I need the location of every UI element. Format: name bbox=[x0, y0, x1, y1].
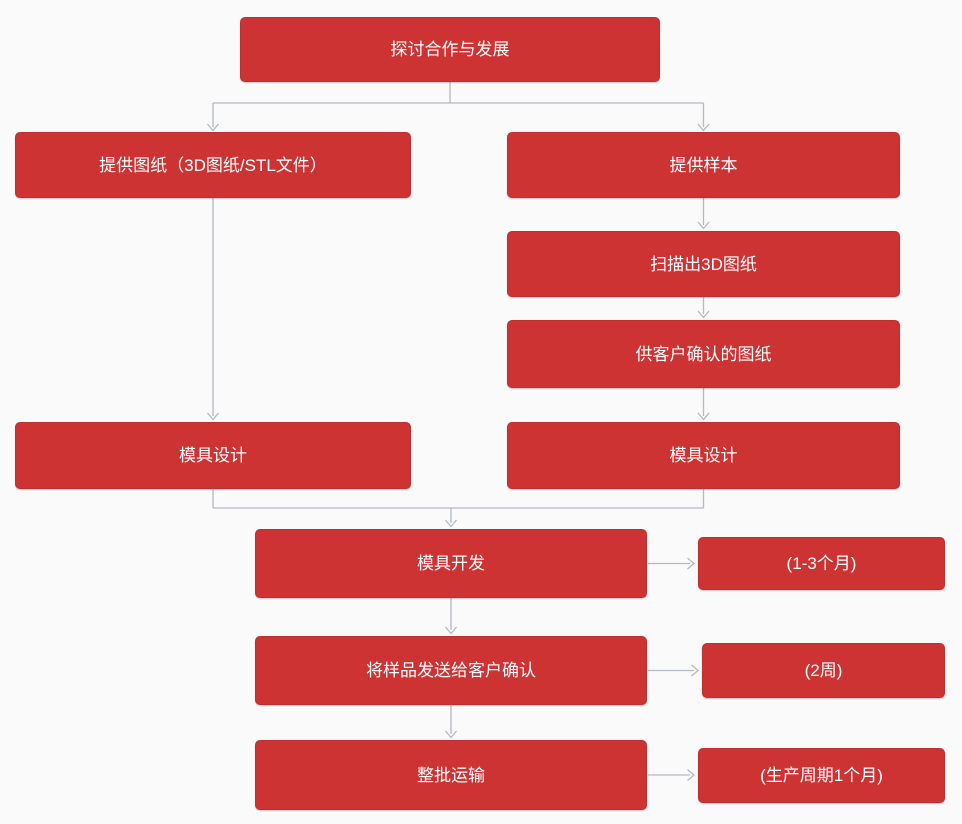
connector-merge bbox=[212, 489, 705, 523]
node-scan-3d-drawings: 扫描出3D图纸 bbox=[507, 231, 900, 297]
node-mold-design-right-label: 模具设计 bbox=[669, 446, 738, 465]
annotation-production-cycle: (生产周期1个月) bbox=[698, 748, 945, 803]
node-mold-design-left: 模具设计 bbox=[15, 422, 411, 489]
node-discuss-cooperation-label: 探讨合作与发展 bbox=[390, 40, 510, 59]
node-scan-3d-drawings-label: 扫描出3D图纸 bbox=[650, 254, 757, 274]
arrowhead-into-batch-shipping bbox=[445, 730, 457, 739]
arrowhead-into-mold-design-right bbox=[697, 412, 710, 421]
annotation-duration-2-weeks-label: (2周) bbox=[804, 661, 843, 680]
node-mold-design-right: 模具设计 bbox=[507, 422, 900, 489]
arrowhead-into-send-samples bbox=[445, 626, 457, 635]
node-mold-design-left-label: 模具设计 bbox=[179, 446, 247, 465]
connector-top-split bbox=[212, 82, 705, 127]
arrowhead-into-provide-sample bbox=[697, 123, 710, 132]
annotation-duration-1-3-months-label: (1-3个月) bbox=[786, 554, 857, 573]
annotation-duration-2-weeks: (2周) bbox=[702, 643, 945, 698]
node-send-samples-to-customer-label: 将样品发送给客户确认 bbox=[366, 661, 536, 680]
arrowhead-into-production-cycle bbox=[687, 769, 696, 781]
node-drawings-for-confirmation-label: 供客户确认的图纸 bbox=[635, 344, 772, 364]
node-provide-sample: 提供样本 bbox=[507, 132, 900, 198]
arrowhead-into-mold-development bbox=[445, 519, 457, 528]
annotation-duration-1-3-months: (1-3个月) bbox=[698, 537, 945, 590]
node-send-samples-to-customer: 将样品发送给客户确认 bbox=[255, 636, 647, 705]
node-drawings-for-confirmation: 供客户确认的图纸 bbox=[507, 320, 900, 388]
node-batch-shipping: 整批运输 bbox=[255, 740, 647, 810]
arrowhead-into-duration-1-3-months bbox=[687, 557, 696, 570]
node-provide-drawings-label: 提供图纸（3D图纸/STL文件） bbox=[99, 155, 327, 175]
arrowhead-into-provide-drawings bbox=[207, 123, 219, 132]
node-provide-drawings: 提供图纸（3D图纸/STL文件） bbox=[15, 132, 411, 198]
arrowhead-into-scan-3d bbox=[697, 221, 710, 230]
node-provide-sample-label: 提供样本 bbox=[669, 155, 738, 175]
node-batch-shipping-label: 整批运输 bbox=[417, 765, 485, 785]
arrowhead-into-drawings-for-confirmation bbox=[697, 310, 710, 319]
arrowhead-into-mold-design-left bbox=[207, 412, 219, 421]
node-discuss-cooperation: 探讨合作与发展 bbox=[240, 17, 660, 82]
node-mold-development-label: 模具开发 bbox=[417, 554, 485, 573]
node-mold-development: 模具开发 bbox=[255, 529, 647, 598]
arrowhead-into-duration-2-weeks bbox=[691, 664, 700, 677]
annotation-production-cycle-label: (生产周期1个月) bbox=[760, 766, 883, 785]
